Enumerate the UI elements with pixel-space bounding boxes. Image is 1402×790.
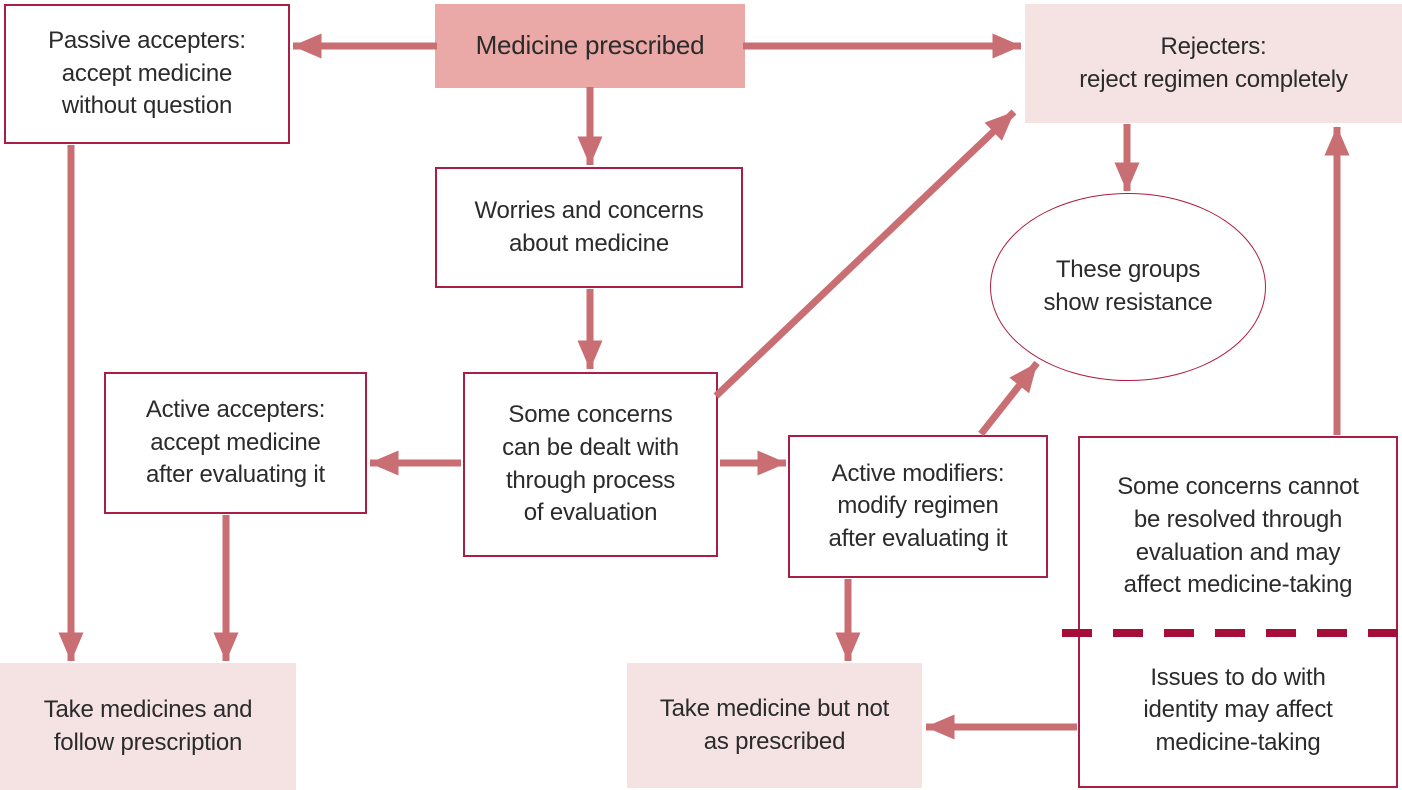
- arrow-someconcerns-to-rejecters: [713, 109, 1017, 399]
- node-resistance-label: These groups show resistance: [1043, 256, 1213, 316]
- node-passive-accepters: Passive accepters: accept medicine witho…: [4, 4, 290, 144]
- node-rejecters: Rejecters: reject regimen completely: [1025, 4, 1402, 123]
- node-medicine-prescribed-label: Medicine prescribed: [475, 30, 705, 61]
- node-unresolved-and-identity: Some concerns cannot be resolved through…: [1078, 436, 1398, 788]
- section-unresolved-concerns: Some concerns cannot be resolved through…: [1080, 438, 1396, 635]
- node-medicine-prescribed: Medicine prescribed: [435, 4, 745, 88]
- node-active-accepters: Active accepters: accept medicine after …: [104, 372, 367, 514]
- node-rejecters-label: Rejecters: reject regimen completely: [1079, 32, 1348, 93]
- node-active-modifiers: Active modifiers: modify regimen after e…: [788, 435, 1048, 578]
- node-resistance-ellipse: These groups show resistance: [990, 193, 1266, 381]
- node-take-medicine-not-label: Take medicine but not as prescribed: [659, 694, 890, 755]
- node-take-medicines-label: Take medicines and follow prescription: [43, 695, 253, 756]
- node-active-modifiers-label: Active modifiers: modify regimen after e…: [828, 459, 1008, 552]
- node-worries-and-concerns: Worries and concerns about medicine: [435, 167, 743, 288]
- section-identity-issues: Issues to do with identity may affect me…: [1080, 635, 1396, 786]
- node-some-concerns-label: Some concerns can be dealt with through …: [502, 401, 679, 527]
- node-take-medicines-follow: Take medicines and follow prescription: [0, 663, 296, 790]
- node-passive-accepters-label: Passive accepters: accept medicine witho…: [48, 27, 246, 120]
- node-take-medicine-not-prescribed: Take medicine but not as prescribed: [627, 663, 922, 788]
- node-worries-label: Worries and concerns about medicine: [474, 196, 704, 257]
- arrow-activemodifiers-to-resistance: [978, 360, 1040, 437]
- node-active-accepters-label: Active accepters: accept medicine after …: [145, 396, 326, 489]
- node-identity-issues-label: Issues to do with identity may affect me…: [1143, 663, 1333, 756]
- node-unresolved-concerns-label: Some concerns cannot be resolved through…: [1117, 473, 1359, 599]
- node-some-concerns-evaluation: Some concerns can be dealt with through …: [463, 372, 718, 557]
